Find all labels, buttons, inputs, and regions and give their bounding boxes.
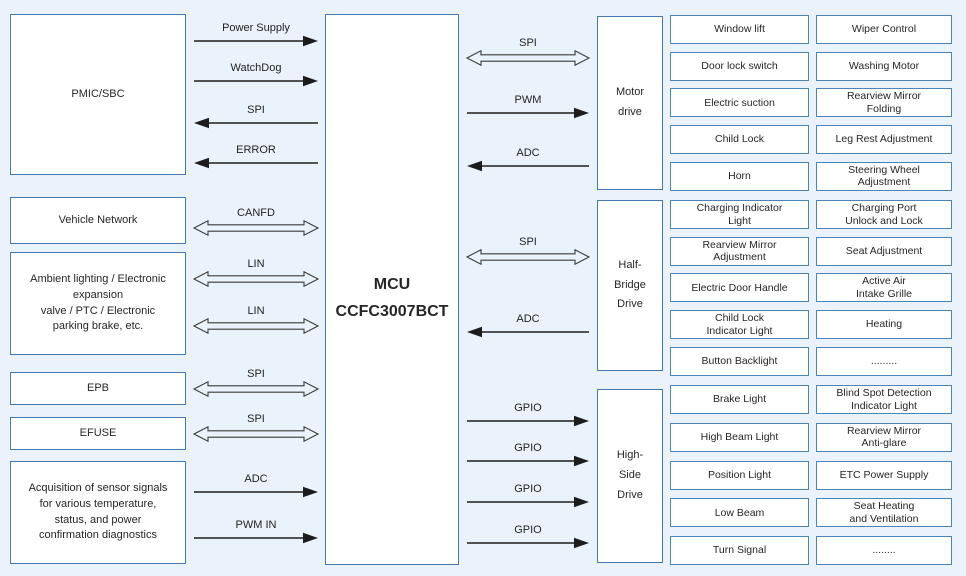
function-group-half-bridge: Charging Indicator Light Charging Port U… (670, 200, 952, 376)
box-half-bridge-drive: Half- Bridge Drive (597, 200, 663, 371)
double-arrow-shape (192, 425, 320, 443)
box-efuse: EFUSE (10, 417, 186, 450)
function-cell: Seat Heating and Ventilation (816, 498, 952, 528)
function-cell: Window lift (670, 15, 809, 44)
arrow-head-right (574, 455, 589, 467)
arrow-label: GPIO (514, 524, 542, 536)
arrow-label: PWM IN (235, 519, 277, 531)
arrow-label: SPI (519, 236, 537, 248)
arrow-label: Power Supply (222, 22, 290, 34)
arrow-label: CANFD (237, 207, 275, 219)
function-cell: Rearview Mirror Folding (816, 88, 952, 118)
arrow-head-right (574, 107, 589, 119)
double-arrow-shape (192, 219, 320, 237)
arrow-head-right (574, 537, 589, 549)
arrow-head-right (303, 75, 318, 87)
function-cell: Electric suction (670, 88, 809, 118)
function-group-high-side: Brake Light Blind Spot Detection Indicat… (670, 385, 952, 566)
arrow-label: LIN (247, 258, 265, 270)
arrow-head-left (467, 160, 482, 172)
function-cell: Charging Indicator Light (670, 200, 809, 229)
function-cell: High Beam Light (670, 422, 809, 452)
function-cell: Horn (670, 161, 809, 191)
function-cell: Charging Port Unlock and Lock (816, 200, 952, 229)
function-cell: ........ (816, 536, 952, 566)
arrow-head-right (303, 486, 318, 498)
function-cell: Wiper Control (816, 15, 952, 44)
arrow-label: SPI (247, 413, 265, 425)
function-cell: Low Beam (670, 498, 809, 528)
function-cell: ETC Power Supply (816, 460, 952, 490)
arrow-head-right (303, 35, 318, 47)
double-arrow-shape (192, 380, 320, 398)
function-cell: Electric Door Handle (670, 273, 809, 303)
function-cell: Active Air Intake Grille (816, 273, 952, 303)
arrow-label: ADC (244, 473, 268, 485)
arrow-head-right (574, 496, 589, 508)
function-cell: Child Lock Indicator Light (670, 310, 809, 340)
function-cell: Leg Rest Adjustment (816, 125, 952, 155)
arrow-label: LIN (247, 305, 265, 317)
function-cell: Heating (816, 310, 952, 340)
box-vehicle-network: Vehicle Network (10, 197, 186, 244)
arrow-head-left (467, 326, 482, 338)
arrow-label: SPI (519, 37, 537, 49)
function-cell: Seat Adjustment (816, 236, 952, 266)
double-arrow-shape (465, 49, 591, 67)
function-cell: Washing Motor (816, 51, 952, 81)
function-cell: Steering Wheel Adjustment (816, 161, 952, 191)
arrow-head-right (574, 415, 589, 427)
arrow-label: WatchDog (230, 62, 282, 74)
box-pmic-sbc: PMIC/SBC (10, 14, 186, 175)
function-cell: Door lock switch (670, 51, 809, 81)
box-ambient-lighting: Ambient lighting / Electronic expansion … (10, 252, 186, 355)
function-cell: ......... (816, 346, 952, 376)
double-arrow-shape (465, 248, 591, 266)
arrow-label: GPIO (514, 402, 542, 414)
arrow-label: ADC (516, 313, 540, 325)
double-arrow-shape (192, 270, 320, 288)
double-arrow-shape (192, 317, 320, 335)
function-cell: Blind Spot Detection Indicator Light (816, 385, 952, 414)
arrow-label: ADC (516, 147, 540, 159)
box-epb: EPB (10, 372, 186, 405)
arrow-label: SPI (247, 104, 265, 116)
arrow-label: GPIO (514, 483, 542, 495)
function-cell: Position Light (670, 460, 809, 490)
function-group-motor-drive: Window lift Wiper Control Door lock swit… (670, 15, 952, 191)
function-cell: Turn Signal (670, 536, 809, 566)
box-motor-drive: Motor drive (597, 16, 663, 190)
function-cell: Button Backlight (670, 346, 809, 376)
box-sensor-acquisition: Acquisition of sensor signals for variou… (10, 461, 186, 564)
arrow-head-left (194, 157, 209, 169)
arrow-label: ERROR (236, 144, 276, 156)
arrow-label: PWM (514, 94, 542, 106)
function-cell: Rearview Mirror Anti-glare (816, 422, 952, 452)
arrow-label: SPI (247, 368, 265, 380)
function-cell: Child Lock (670, 125, 809, 155)
box-mcu: MCU CCFC3007BCT (325, 14, 459, 565)
function-cell: Brake Light (670, 385, 809, 414)
arrow-head-left (194, 117, 209, 129)
arrow-label: GPIO (514, 442, 542, 454)
box-high-side-drive: High- Side Drive (597, 389, 663, 563)
function-cell: Rearview Mirror Adjustment (670, 236, 809, 266)
arrow-head-right (303, 532, 318, 544)
